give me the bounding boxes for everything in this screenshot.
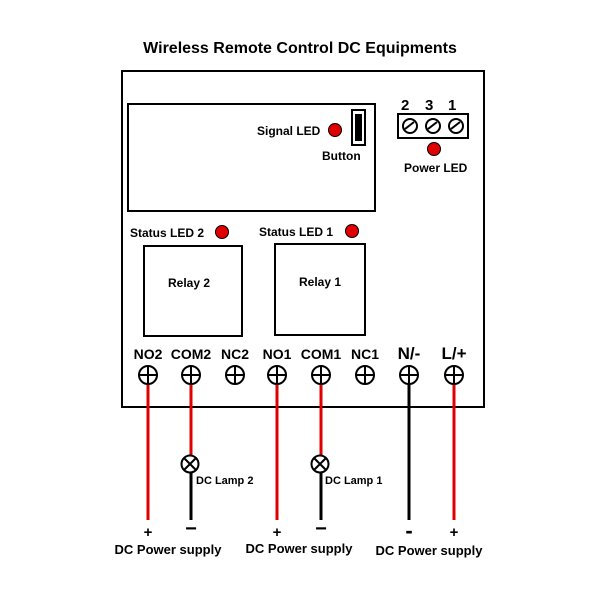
antenna-terminal-screws — [402, 118, 464, 134]
signal-led-icon — [328, 123, 342, 137]
terminal-label-negative: N/- — [398, 344, 421, 363]
learning-button[interactable] — [351, 109, 366, 146]
power-supply-label-2: DC Power supply — [246, 541, 354, 556]
lamp-1-icon — [310, 454, 330, 474]
lamp-1-label: DC Lamp 1 — [325, 475, 382, 487]
status-led-1-icon — [345, 224, 359, 238]
receiver-enclosure — [121, 70, 485, 408]
power-led-icon — [427, 142, 441, 156]
relay-2 — [143, 245, 243, 337]
lamp-2-icon — [180, 454, 200, 474]
lamp-2-label: DC Lamp 2 — [196, 475, 253, 487]
polarity-plus-1: + — [144, 524, 153, 541]
status-led-2-label: Status LED 2 — [130, 226, 204, 240]
power-supply-label-3: DC Power supply — [376, 543, 484, 558]
diagram-title: Wireless Remote Control DC Equipments — [143, 40, 457, 57]
terminal-screw-no2-icon — [138, 365, 158, 385]
terminal-screw-com2-icon — [181, 365, 201, 385]
terminal-label-no2: NO2 — [134, 346, 163, 362]
terminal-screw-com1-icon — [311, 365, 331, 385]
polarity-minus-2: − — [315, 518, 327, 540]
pin-label-3: 3 — [425, 97, 433, 114]
relay-2-label: Relay 2 — [168, 276, 210, 290]
terminal-label-nc1: NC1 — [351, 346, 379, 362]
power-led-label: Power LED — [404, 161, 468, 175]
terminal-screw-no1-icon — [267, 365, 287, 385]
polarity-plus-3: + — [450, 524, 459, 541]
receiver-module — [127, 103, 376, 212]
button-knob — [355, 114, 362, 141]
polarity-minus-3: - — [405, 518, 412, 543]
pin-label-1: 1 — [448, 97, 456, 114]
status-led-2-icon — [215, 225, 229, 239]
relay-1 — [274, 243, 366, 336]
terminal-label-no1: NO1 — [263, 346, 292, 362]
power-supply-label-1: DC Power supply — [115, 542, 223, 557]
relay-1-label: Relay 1 — [299, 275, 341, 289]
polarity-plus-2: + — [273, 524, 282, 541]
terminal-screw-nc1-icon — [355, 365, 375, 385]
terminal-label-com2: COM2 — [171, 346, 212, 362]
terminal-screw-negative-icon — [399, 365, 419, 385]
terminal-label-positive: L/+ — [441, 344, 466, 363]
antenna-terminal-block — [397, 113, 469, 139]
wiring — [146, 384, 456, 520]
terminal-screw-nc2-icon — [225, 365, 245, 385]
polarity-minus-1: − — [185, 518, 197, 540]
signal-led-label: Signal LED — [257, 124, 321, 138]
terminal-label-com1: COM1 — [301, 346, 342, 362]
pin-label-2: 2 — [401, 97, 409, 114]
terminal-screws — [138, 365, 464, 385]
terminal-screw-positive-icon — [444, 365, 464, 385]
terminal-label-nc2: NC2 — [221, 346, 249, 362]
button-label: Button — [322, 149, 361, 163]
status-led-1-label: Status LED 1 — [259, 225, 333, 239]
